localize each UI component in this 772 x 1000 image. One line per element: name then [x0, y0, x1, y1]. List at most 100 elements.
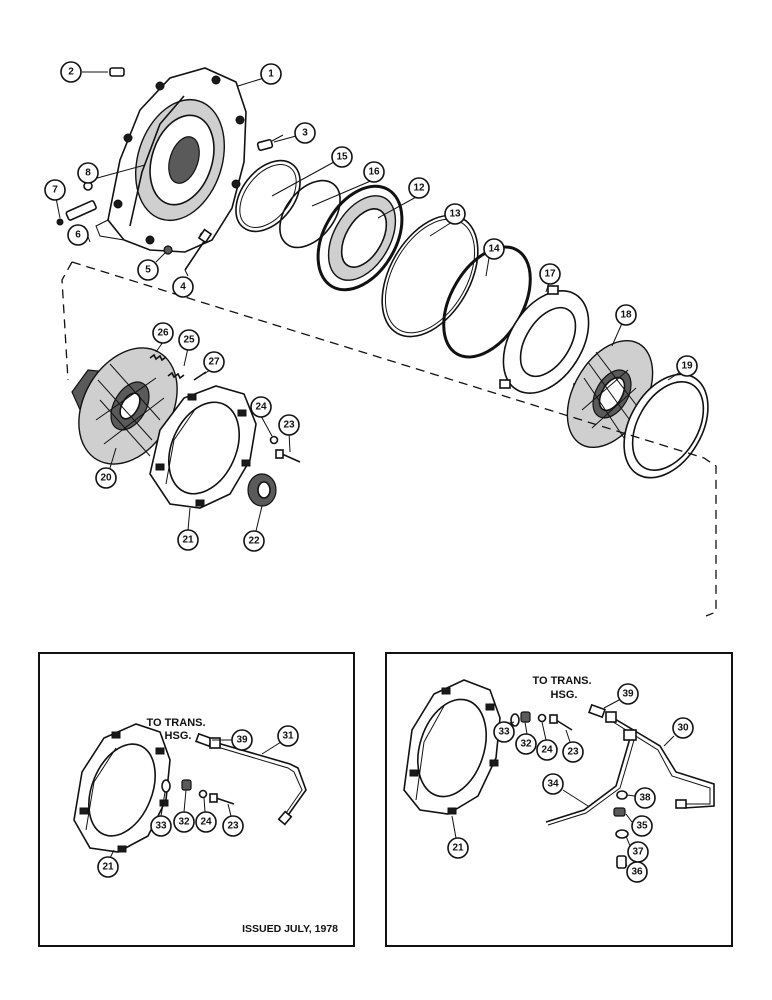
inset-right-callout-35: 35	[631, 815, 653, 837]
inset-left-part-31-tube	[209, 737, 307, 826]
part-6-fitting	[65, 200, 97, 221]
part-12-piston	[316, 184, 404, 292]
inset-left-callout-39: 39	[231, 729, 253, 751]
inset-right-part-35-nut	[613, 807, 626, 817]
part-26-spring	[149, 353, 167, 362]
callout-16: 16	[363, 161, 385, 183]
svg-text:33: 33	[155, 821, 167, 832]
part-22-gear	[247, 473, 277, 507]
inset-right-leader-lines	[451, 699, 675, 867]
callout-1: 1	[260, 63, 282, 85]
callout-12: 12	[408, 177, 430, 199]
inset-right-callout-39: 39	[617, 683, 639, 705]
svg-text:37: 37	[632, 847, 644, 858]
inset-right-part-21-pump-body	[403, 679, 501, 815]
callout-21: 21	[177, 529, 199, 551]
svg-text:3: 3	[302, 128, 308, 139]
callout-19: 19	[676, 355, 698, 377]
svg-text:25: 25	[183, 335, 195, 346]
inset-right-callout-33: 33	[493, 721, 515, 743]
svg-text:14: 14	[488, 244, 500, 255]
inset-right-callout-34: 34	[542, 773, 564, 795]
svg-text:21: 21	[102, 862, 114, 873]
inset-left-to-trans-hsg-line1: TO TRANS.	[146, 717, 205, 729]
svg-text:23: 23	[567, 747, 579, 758]
svg-text:16: 16	[368, 167, 380, 178]
leader-lines	[55, 77, 681, 532]
inset-right-callout-21: 21	[447, 837, 469, 859]
part-23-bolt	[275, 449, 301, 463]
inset-left-leader-lines	[109, 739, 282, 859]
part-1-housing	[95, 67, 247, 253]
svg-text:24: 24	[255, 402, 267, 413]
part-25-spring	[167, 371, 185, 380]
part-27-pin	[193, 371, 207, 381]
issued-date-note: ISSUED JULY, 1978	[242, 923, 338, 935]
svg-text:39: 39	[236, 735, 248, 746]
part-3-dowel-pin	[256, 135, 297, 152]
svg-text:20: 20	[100, 473, 112, 484]
callout-13: 13	[444, 203, 466, 225]
callout-3: 3	[294, 122, 316, 144]
callout-26: 26	[152, 322, 174, 344]
left-inset-panel: TO TRANS. HSG. 21 31 33 32 24 23 39 ISSU…	[38, 652, 355, 947]
svg-text:7: 7	[52, 185, 58, 196]
inset-left-callout-32: 32	[173, 811, 195, 833]
svg-text:31: 31	[282, 731, 294, 742]
callout-24: 24	[250, 396, 272, 418]
callout-7: 7	[44, 179, 66, 201]
inset-right-part-33-washer	[510, 713, 520, 727]
callout-2: 2	[60, 61, 82, 83]
callout-22: 22	[243, 530, 265, 552]
svg-text:19: 19	[681, 361, 693, 372]
inset-right-callout-30: 30	[672, 717, 694, 739]
part-21-pump-body	[149, 385, 257, 509]
part-16-o-ring	[279, 179, 341, 249]
inset-right-part-34-tube	[545, 729, 637, 826]
svg-text:12: 12	[413, 183, 425, 194]
inset-right-to-trans-hsg-line1: TO TRANS.	[532, 675, 591, 687]
part-17-separator-plate	[499, 285, 590, 394]
inset-right-part-30-tube	[605, 711, 715, 809]
inset-right-part-23-bolt	[549, 714, 573, 731]
svg-text:8: 8	[85, 168, 91, 179]
part-24-washer	[269, 435, 279, 445]
inset-left-callout-33: 33	[150, 815, 172, 837]
svg-text:21: 21	[452, 843, 464, 854]
inset-left-part-33-washer	[161, 779, 171, 793]
callout-14: 14	[483, 238, 505, 260]
inset-right-part-39-connector	[588, 703, 606, 719]
svg-text:2: 2	[68, 67, 74, 78]
part-19-plate	[623, 373, 709, 479]
inset-left-callout-31: 31	[277, 725, 299, 747]
svg-text:33: 33	[498, 727, 510, 738]
callout-5: 5	[137, 259, 159, 281]
inset-left-to-trans-hsg-line2: HSG.	[165, 730, 192, 742]
svg-text:38: 38	[639, 793, 651, 804]
svg-text:30: 30	[677, 723, 689, 734]
inset-right-callout-23: 23	[562, 741, 584, 763]
svg-text:15: 15	[336, 152, 348, 163]
inset-right-callout-32: 32	[515, 733, 537, 755]
inset-right-part-32-nut	[520, 711, 531, 723]
svg-text:4: 4	[180, 282, 186, 293]
inset-right-part-37-washer	[615, 829, 629, 839]
svg-text:23: 23	[227, 821, 239, 832]
svg-text:39: 39	[622, 689, 634, 700]
svg-text:23: 23	[283, 420, 295, 431]
inset-left-callout-24: 24	[195, 811, 217, 833]
svg-text:1: 1	[268, 69, 274, 80]
svg-text:32: 32	[178, 817, 190, 828]
svg-text:22: 22	[248, 536, 260, 547]
assembly-dashed-outline	[61, 261, 717, 617]
callout-25: 25	[178, 329, 200, 351]
inset-left-part-32-nut	[181, 779, 192, 791]
inset-right-callout-36: 36	[626, 861, 648, 883]
svg-text:24: 24	[541, 745, 553, 756]
inset-right-to-trans-hsg-line2: HSG.	[551, 689, 578, 701]
part-20-clutch-hub	[71, 347, 178, 465]
callout-27: 27	[203, 351, 225, 373]
inset-left-part-23-bolt	[209, 793, 235, 805]
part-4-bolt	[184, 228, 213, 271]
svg-text:18: 18	[620, 310, 632, 321]
